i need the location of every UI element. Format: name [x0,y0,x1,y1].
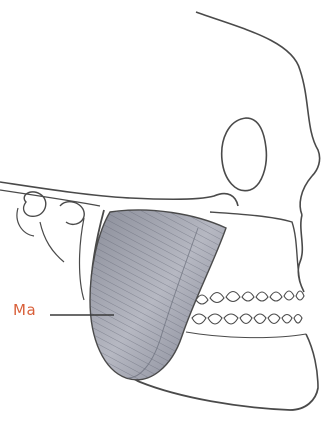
zygomatic-arch [0,182,238,206]
masseter-label: Ma [13,301,36,319]
cranium-outline [196,12,320,176]
maxilla-outline [210,212,300,282]
lower-teeth [192,314,302,324]
masseter-striation [90,210,226,380]
orbit-outline [222,118,267,191]
forehead-outline [300,176,312,215]
alveolar-lower [186,332,306,338]
upper-teeth [196,291,304,304]
zygomatic-lower [0,190,100,206]
mastoid-outline [17,208,34,236]
ear-region [24,192,85,225]
chin-outline [306,334,318,388]
ramus-back [80,218,85,300]
styloid-process [40,222,64,262]
